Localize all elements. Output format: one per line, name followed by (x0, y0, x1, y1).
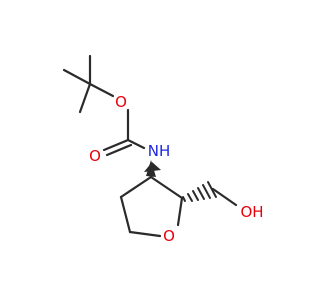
bond-tbu-methyl-left (62, 68, 92, 86)
bond-c2-to-c3 (149, 175, 184, 200)
bond-c4-to-c5 (119, 195, 132, 234)
bond-c3-to-c4 (119, 175, 153, 199)
bond-tbu-to-ester-oxygen (88, 82, 115, 98)
bond-c5-to-ring-oxygen (128, 230, 162, 238)
bond-carbonyl-double-1 (102, 138, 130, 152)
bond-carbonyl-carbon-to-nitrogen (126, 138, 146, 150)
wedge-bond-body (146, 160, 156, 177)
molecule-drawing: O O NH O OH (62, 54, 264, 245)
ester-oxygen-label: O (115, 93, 127, 111)
ring-oxygen-label: O (163, 227, 175, 245)
bond-ring-oxygen-to-c2 (176, 196, 184, 227)
nitrogen-label: NH (148, 142, 171, 160)
hashed-bond-c2-to-ch2 (182, 181, 217, 202)
structure-canvas: O O NH O OH (62, 54, 264, 245)
hydroxyl-label: OH (240, 203, 263, 221)
bond-carbonyl-double-2 (105, 143, 133, 157)
bond-tbu-methyl-bottom (78, 82, 92, 114)
bond-ch2-to-hydroxyl (211, 187, 238, 207)
carbonyl-oxygen-label: O (89, 147, 101, 165)
